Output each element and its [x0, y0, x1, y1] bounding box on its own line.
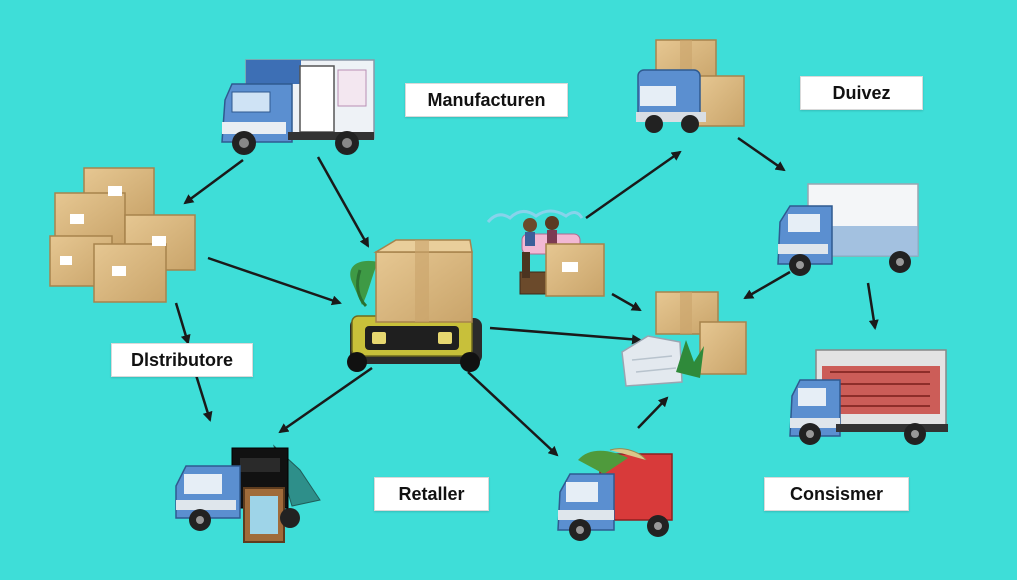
driver-label: Duivez [800, 76, 923, 110]
arrow-seller-to-driver-truck [585, 150, 682, 220]
arrow-boxes-to-hub [207, 256, 342, 306]
consumer-label: Consismer [764, 477, 909, 511]
distributor-label: Dlstributore [111, 343, 253, 377]
retailer-label: Retaller [374, 477, 489, 511]
arrow-box-truck-to-parcels [743, 270, 791, 300]
box-truck-icon [777, 183, 919, 276]
driver-truck-icon [636, 39, 745, 133]
delivery-truck-icon [557, 448, 673, 541]
arrow-hub-to-delivery-truck [467, 371, 559, 457]
retail-truck-icon [175, 444, 321, 543]
arrow-hub-to-retail-truck [278, 366, 373, 434]
arrow-seller-to-parcels [611, 292, 642, 312]
arrow-hub-to-parcels [489, 326, 642, 345]
arrows [174, 136, 879, 457]
arrow-boxes-to-distributor [174, 302, 191, 345]
arrow-manufacturer-to-hub [316, 156, 370, 248]
parcels-cluster-icon [621, 291, 747, 387]
sellers-group-icon [486, 209, 605, 297]
manufacturer-label: Manufacturen [405, 83, 568, 117]
arrow-box-truck-to-consumer-truck [866, 282, 879, 330]
manufacturer-truck-icon [221, 59, 375, 155]
boxes-stack-icon [49, 167, 196, 303]
arrow-distributor-to-truck [194, 374, 213, 422]
consumer-truck-icon [789, 349, 948, 445]
arrow-delivery-truck-to-parcels [637, 396, 669, 429]
arrow-manufacturer-to-boxes [183, 158, 244, 205]
arrow-driver-truck-to-box-truck [737, 136, 786, 172]
hub-vehicle-icon [347, 239, 482, 372]
